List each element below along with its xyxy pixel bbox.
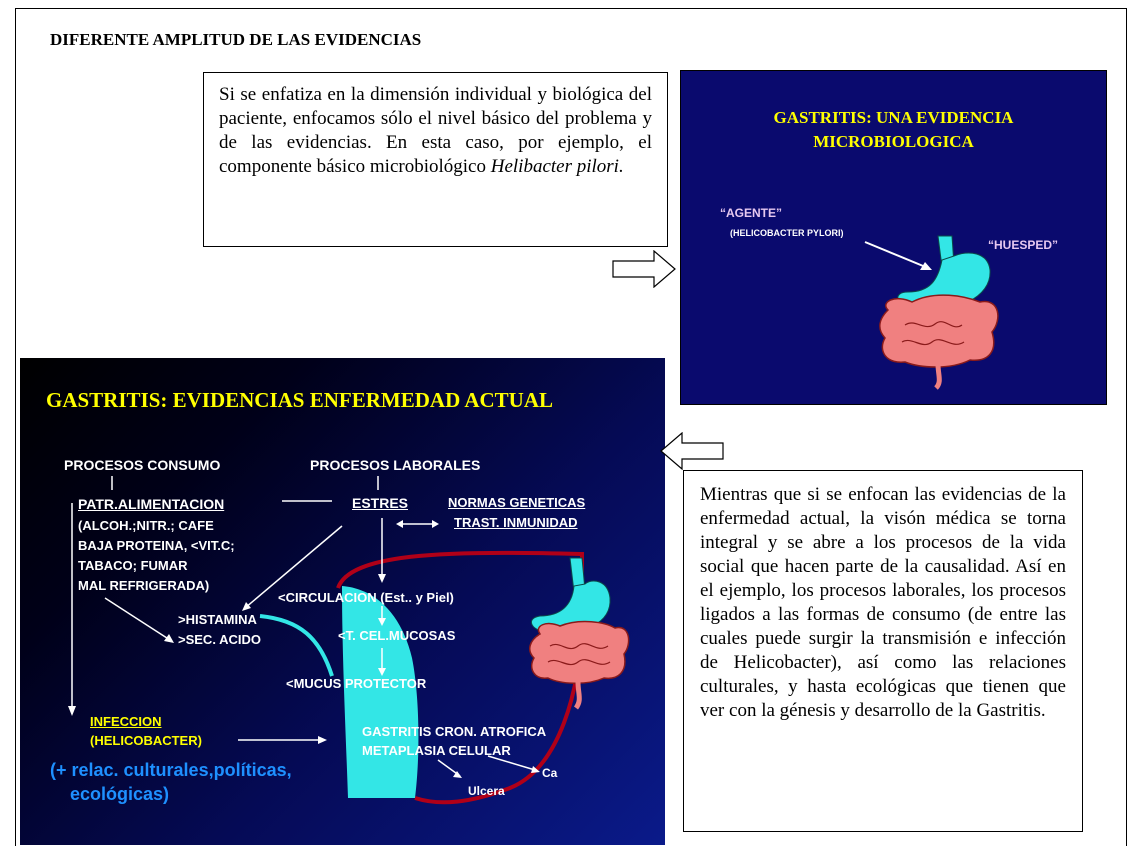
agente-sublabel: (HELICOBACTER PYLORI) <box>730 228 844 238</box>
ca-label: Ca <box>542 766 558 780</box>
stomach-intestine-illustration <box>864 235 999 390</box>
relaciones-culturales: (+ relac. culturales,políticas, ecológic… <box>50 758 292 806</box>
mucus-protector-label: <MUCUS PROTECTOR <box>286 676 427 691</box>
alim-line-2: BAJA PROTEINA, <VIT.C; <box>78 538 235 553</box>
procesos-laborales-label: PROCESOS LABORALES <box>310 457 481 473</box>
estres-label: ESTRES <box>352 495 409 511</box>
relac-line-1: (+ relac. culturales,políticas, <box>50 760 292 780</box>
normas-geneticas-label: NORMAS GENETICAS <box>448 495 586 510</box>
text-box-individual: Si se enfatiza en la dimensión individua… <box>203 72 668 247</box>
huesped-label: “HUESPED” <box>988 238 1059 252</box>
right-arrow-icon <box>612 250 676 288</box>
helicobacter-label: (HELICOBACTER) <box>90 733 202 748</box>
relac-line-2: ecológicas) <box>70 784 170 804</box>
ulcera-label: Ulcera <box>468 784 505 798</box>
agente-label: “AGENTE” <box>720 206 783 220</box>
text-box-enfermedad-actual: Mientras que si se enfocan las evidencia… <box>683 470 1083 832</box>
alimentacion-factors: (ALCOH.;NITR.; CAFE BAJA PROTEINA, <VIT.… <box>78 516 235 596</box>
sec-acido-label: >SEC. ACIDO <box>178 632 261 647</box>
slide-micro-title-2: MICROBIOLOGICA <box>813 132 974 151</box>
infeccion-label: INFECCION <box>90 714 162 729</box>
patr-alimentacion-label: PATR.ALIMENTACION <box>78 496 225 512</box>
text-box-individual-italic: Helibacter pilori. <box>490 156 624 177</box>
trast-inmunidad-label: TRAST. INMUNIDAD <box>454 515 578 530</box>
histamina-label: >HISTAMINA <box>178 612 257 627</box>
page-heading: DIFERENTE AMPLITUD DE LAS EVIDENCIAS <box>50 30 422 49</box>
circulacion-label: <CIRCULACION (Est.. y Piel) <box>278 590 454 605</box>
left-arrow-icon <box>660 432 724 470</box>
slide-microbiologica: GASTRITIS: UNA EVIDENCIA MICROBIOLOGICA … <box>680 70 1107 405</box>
slide-enfermedad-actual: GASTRITIS: EVIDENCIAS ENFERMEDAD ACTUAL … <box>20 358 665 845</box>
slide-actual-title: GASTRITIS: EVIDENCIAS ENFERMEDAD ACTUAL <box>46 388 554 412</box>
alim-line-4: MAL REFRIGERADA) <box>78 578 210 593</box>
diagram-connectors <box>68 476 630 805</box>
text-box-enfermedad-actual-text: Mientras que si se enfocan las evidencia… <box>700 484 1066 721</box>
metaplasia-label: METAPLASIA CELULAR <box>362 743 511 758</box>
t-cel-mucosas-label: <T. CEL.MUCOSAS <box>338 628 456 643</box>
slide-micro-title-1: GASTRITIS: UNA EVIDENCIA <box>773 108 1014 127</box>
procesos-consumo-label: PROCESOS CONSUMO <box>64 457 221 473</box>
text-box-individual-text: Si se enfatiza en la dimensión individua… <box>219 84 652 177</box>
page-frame <box>15 8 1127 846</box>
alim-line-3: TABACO; FUMAR <box>78 558 188 573</box>
gastritis-cron-label: GASTRITIS CRON. ATROFICA <box>362 724 547 739</box>
alim-line-1: (ALCOH.;NITR.; CAFE <box>78 518 214 533</box>
